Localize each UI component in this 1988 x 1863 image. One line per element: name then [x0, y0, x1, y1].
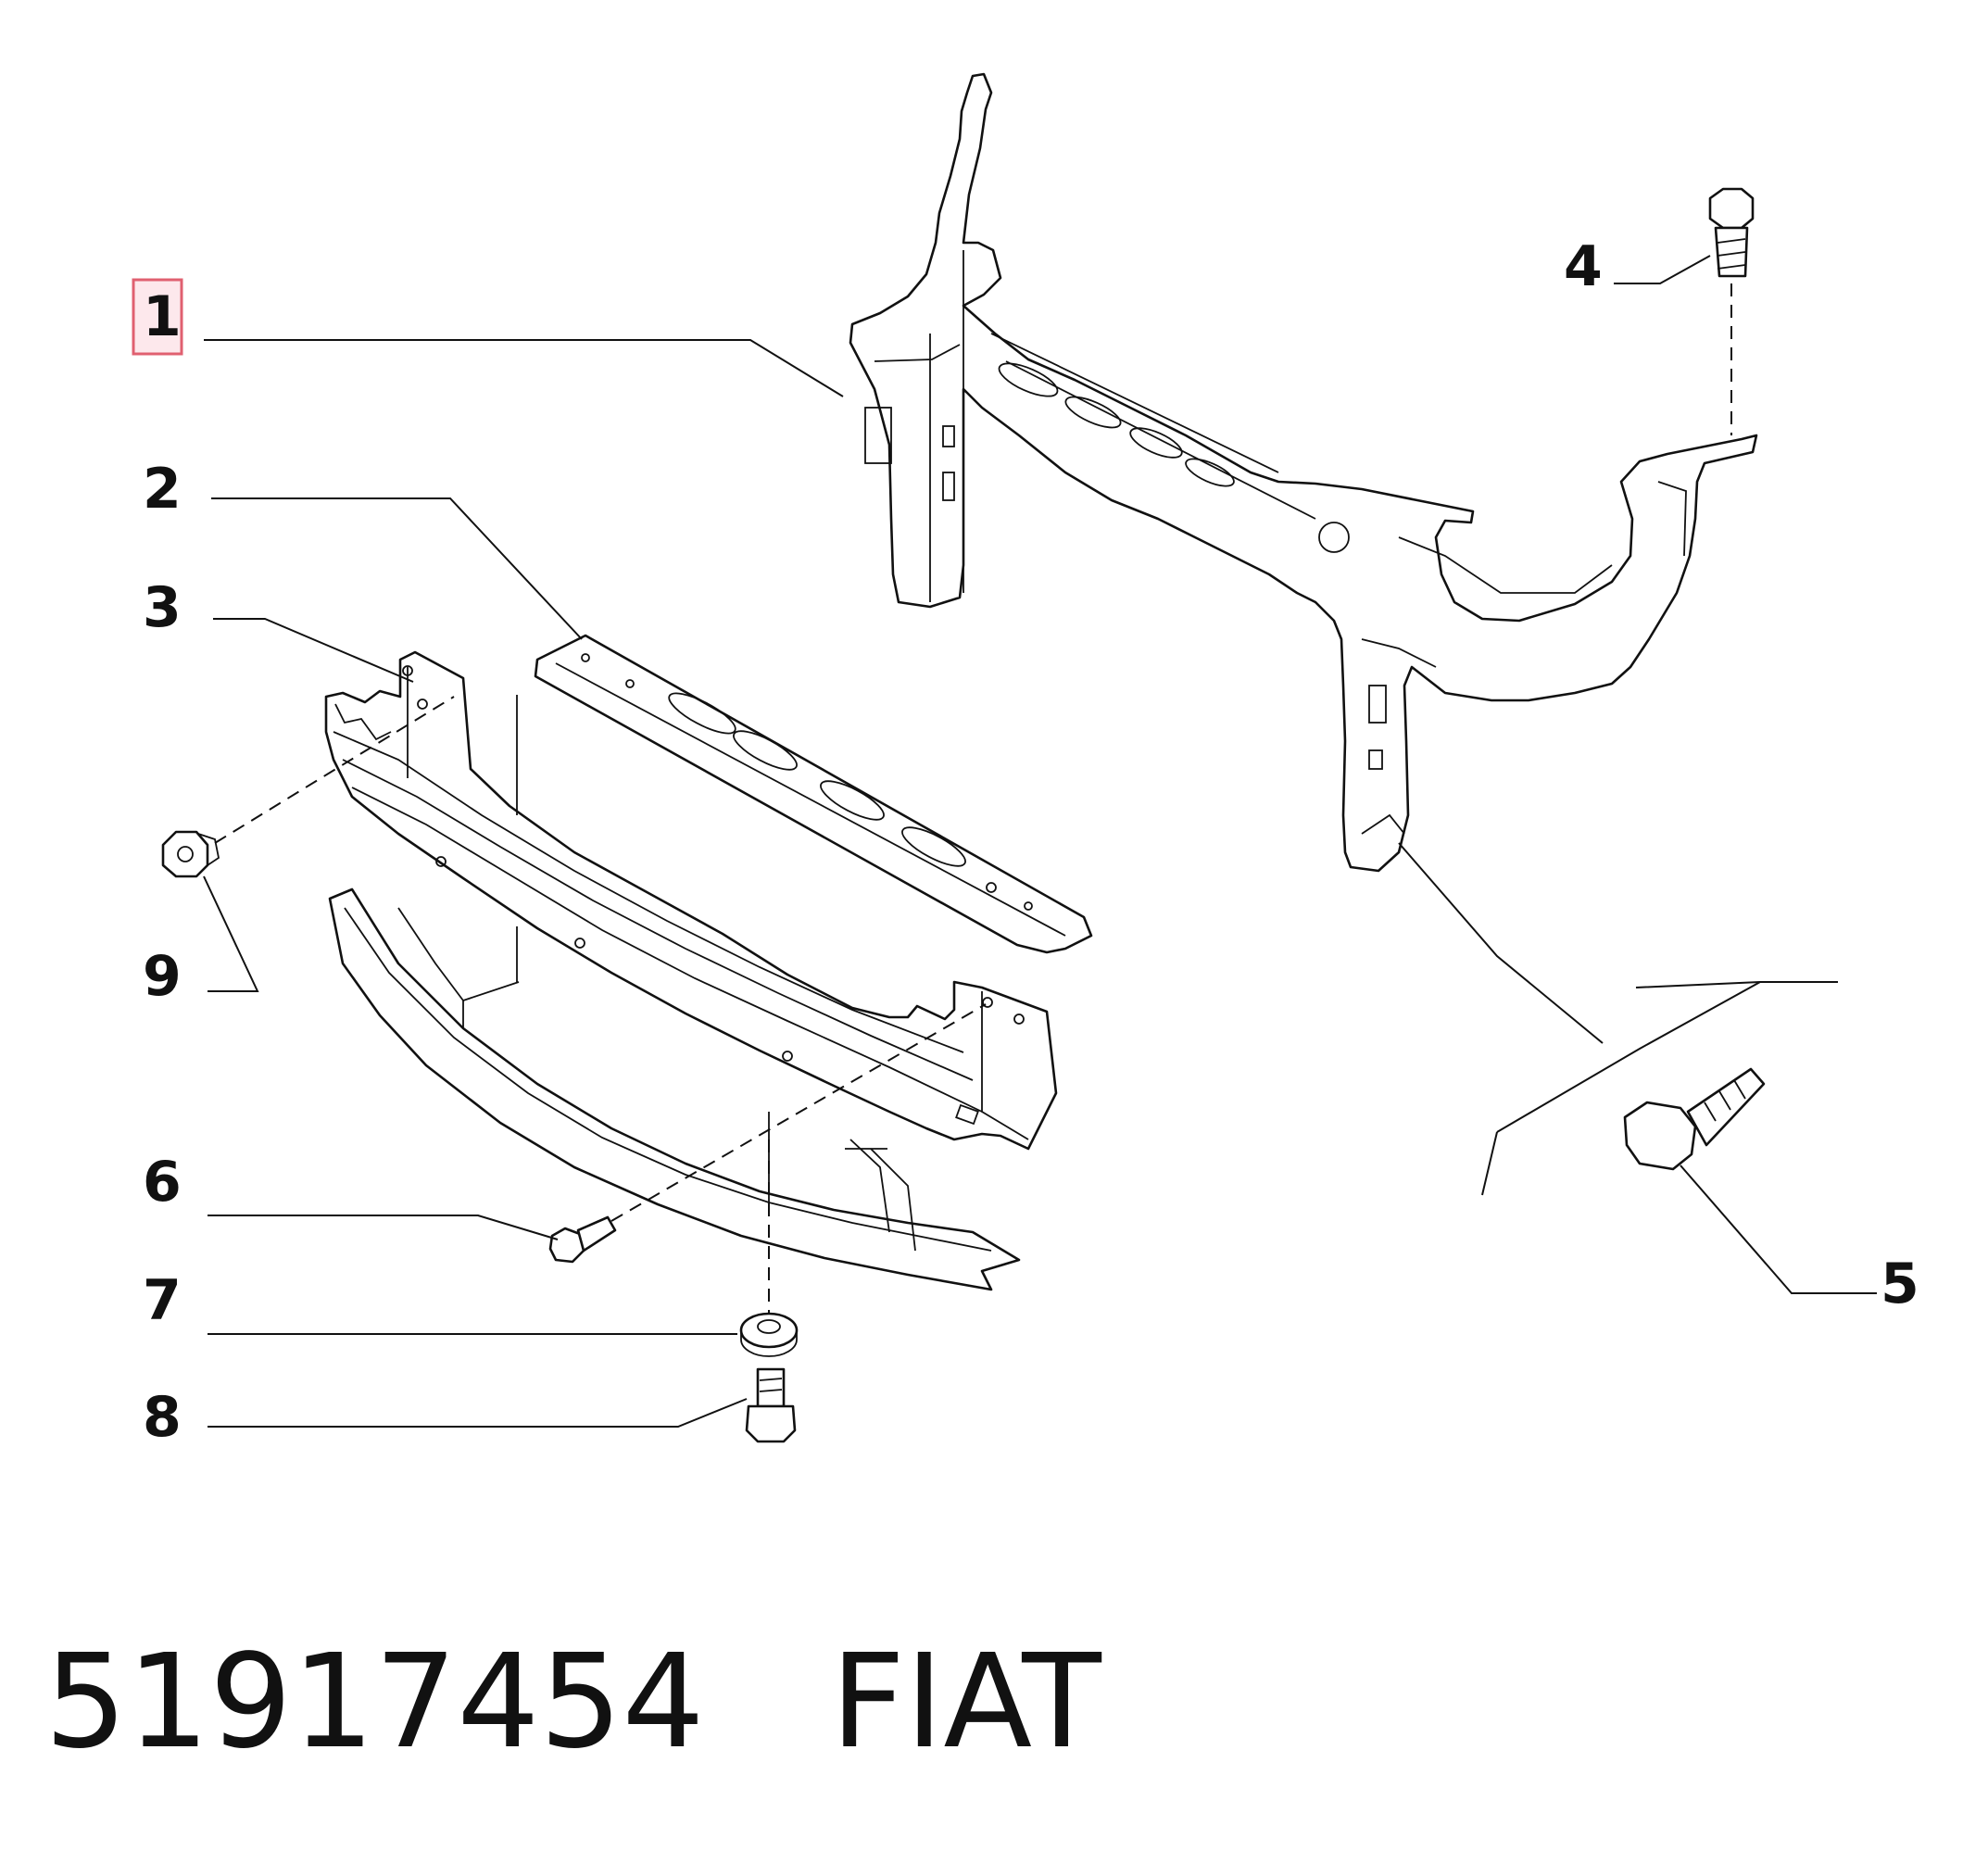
- lower-curved-cross-member[interactable]: [328, 695, 1021, 1291]
- leader-3: [213, 618, 414, 683]
- part-7-washer[interactable]: [739, 1312, 799, 1357]
- part-4-bolt[interactable]: [1708, 187, 1755, 278]
- part-1-radiator-support-frame[interactable]: [849, 72, 1758, 873]
- callout-6[interactable]: 6: [143, 1150, 182, 1215]
- bolt-install-line: [610, 1003, 987, 1222]
- exploded-parts-diagram: 1 2 3 4 5 6 7 8 9: [132, 72, 1919, 1450]
- callout-9[interactable]: 9: [143, 944, 182, 1009]
- callout-2[interactable]: 2: [143, 457, 182, 522]
- leader-1: [204, 339, 844, 397]
- leader-5: [1680, 1164, 1877, 1294]
- callout-4[interactable]: 4: [1564, 234, 1603, 299]
- brand-name: FIAT: [830, 1627, 1101, 1778]
- callout-8[interactable]: 8: [143, 1385, 182, 1450]
- leader-2: [211, 497, 583, 640]
- leader-9: [203, 875, 259, 992]
- part-number: 51917454: [44, 1627, 705, 1778]
- callout-5[interactable]: 5: [1881, 1252, 1919, 1316]
- frame-break-line: [1496, 981, 1838, 1133]
- part-2-cross-plate[interactable]: [534, 634, 1093, 954]
- callout-3[interactable]: 3: [143, 575, 182, 640]
- callout-7[interactable]: 7: [143, 1268, 182, 1333]
- part-5-flange-bolt[interactable]: [1623, 1067, 1766, 1171]
- leader-frame-5: [1398, 842, 1604, 1044]
- part-9-nut[interactable]: [161, 830, 220, 878]
- leader-4: [1614, 255, 1711, 284]
- nut-install-line: [214, 696, 455, 844]
- part-3-bumper-beam[interactable]: [324, 650, 1058, 1151]
- callout-1-highlight: [132, 278, 183, 356]
- leader-8: [208, 1398, 748, 1428]
- callout-1[interactable]: 1: [143, 284, 182, 349]
- part-8-bolt[interactable]: [745, 1367, 797, 1443]
- part-6-bolt[interactable]: [548, 1215, 617, 1264]
- leader-6: [208, 1215, 559, 1240]
- frame-break-line-lower: [1481, 1131, 1498, 1196]
